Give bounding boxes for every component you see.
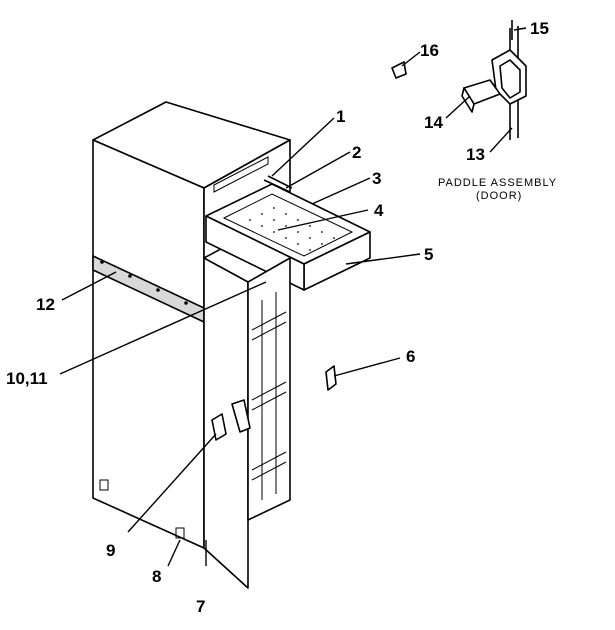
leader-14: [445, 95, 471, 119]
door-shelves: [251, 292, 287, 500]
door-square: [175, 527, 185, 539]
leader-15: [513, 27, 527, 31]
leader-16: [401, 51, 421, 67]
callout-14: 14: [424, 113, 443, 132]
leader-9: [127, 433, 217, 533]
leader-lines: [59, 27, 527, 567]
front-slot: [213, 156, 269, 193]
callout-8: 8: [152, 567, 161, 586]
callout-3: 3: [372, 169, 381, 188]
callout-4: 4: [374, 201, 384, 220]
drawer-perforations: [249, 207, 335, 251]
leader-10-11: [59, 281, 267, 375]
callout-16: 16: [420, 41, 439, 60]
leader-6: [333, 357, 401, 377]
callout-1: 1: [336, 107, 345, 126]
leader-5: [345, 253, 421, 265]
callout-6: 6: [406, 347, 415, 366]
leader-4: [277, 209, 369, 231]
callout-2: 2: [352, 143, 361, 162]
drawer-tray-inner: [222, 193, 354, 257]
leader-8: [167, 539, 181, 567]
leader-1: [271, 117, 335, 177]
caption-line-1: PADDLE ASSEMBLY: [438, 177, 557, 189]
callout-13: 13: [466, 145, 485, 164]
callouts: 1 2 3 4 5 6 7 8 9 10,11 12 13 14 15 16: [6, 19, 549, 616]
leader-13: [489, 127, 513, 153]
paddle-assembly-caption: PADDLE ASSEMBLY (DOOR): [438, 177, 557, 202]
callout-10-11: 10,11: [6, 369, 48, 388]
drawer: [205, 175, 371, 291]
callout-5: 5: [424, 245, 433, 264]
door-left-panel: [203, 257, 249, 589]
paddle-assembly: [461, 20, 527, 140]
leader-3: [311, 177, 371, 205]
callout-15: 15: [530, 19, 549, 38]
cabinet-left-side: [92, 139, 205, 549]
part-6-bracket: [325, 365, 337, 391]
leader-2: [285, 151, 351, 189]
side-square: [99, 479, 109, 491]
door-inner-panel: [247, 257, 291, 521]
callout-9: 9: [106, 541, 115, 560]
leader-12: [61, 271, 117, 301]
caption-line-2: (DOOR): [476, 190, 522, 202]
door: [175, 257, 291, 589]
callout-12: 12: [36, 295, 55, 314]
callout-7: 7: [196, 597, 205, 616]
door-paddle: [211, 399, 251, 441]
